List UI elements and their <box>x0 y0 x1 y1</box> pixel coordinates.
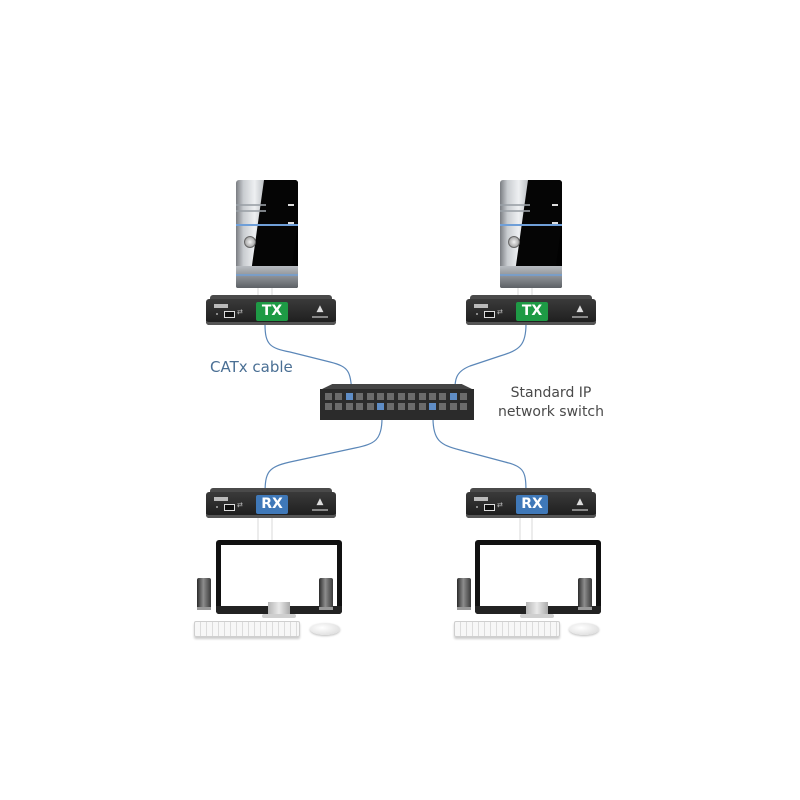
switch-label-line1: Standard IP <box>510 385 592 401</box>
switch-label: Standard IP network switch <box>498 384 604 422</box>
keyboard-icon-left <box>194 621 300 637</box>
brand-logo-icon: ▲ <box>316 304 324 314</box>
cable-rx-right <box>432 417 527 495</box>
tx-extender-right: ⇄ TX ▲ <box>466 295 596 325</box>
usb-port-icon <box>484 311 495 318</box>
cable-rx-left <box>264 417 383 495</box>
keyboard-icon-right <box>454 621 560 637</box>
speaker-icon-left-b <box>319 578 333 610</box>
brand-logo-icon: ▲ <box>316 497 324 507</box>
speaker-icon-right-b <box>578 578 592 610</box>
usb-icon: ⇄ <box>237 501 243 509</box>
rx-extender-left: ⇄ RX ▲ <box>206 488 336 518</box>
usb-port-icon <box>224 504 235 511</box>
brand-logo-icon: ▲ <box>576 497 584 507</box>
brand-logo-icon: ▲ <box>576 304 584 314</box>
network-switch-top <box>320 384 474 390</box>
mouse-icon-left <box>310 623 340 635</box>
switch-ports <box>325 393 468 410</box>
rx-badge: RX <box>516 495 548 514</box>
power-button-icon <box>244 236 256 248</box>
tx-badge: TX <box>516 302 548 321</box>
monitor-stand-right <box>526 602 548 616</box>
cable-label: CATx cable <box>210 358 293 376</box>
usb-icon: ⇄ <box>497 308 503 316</box>
cable-tx-right <box>454 323 527 393</box>
power-button-icon <box>508 236 520 248</box>
usb-icon: ⇄ <box>497 501 503 509</box>
switch-label-line2: network switch <box>498 404 604 420</box>
tx-extender-left: ⇄ TX ▲ <box>206 295 336 325</box>
speaker-icon-left-a <box>197 578 211 610</box>
rx-badge: RX <box>256 495 288 514</box>
usb-port-icon <box>484 504 495 511</box>
monitor-stand-left <box>268 602 290 616</box>
mouse-icon-right <box>569 623 599 635</box>
monitor-icon-left <box>216 540 342 614</box>
pc-tower-left <box>236 180 298 288</box>
speaker-icon-right-a <box>457 578 471 610</box>
usb-icon: ⇄ <box>237 308 243 316</box>
tx-badge: TX <box>256 302 288 321</box>
network-switch-icon <box>320 389 474 420</box>
pc-tower-right <box>500 180 562 288</box>
rx-extender-right: ⇄ RX ▲ <box>466 488 596 518</box>
usb-port-icon <box>224 311 235 318</box>
